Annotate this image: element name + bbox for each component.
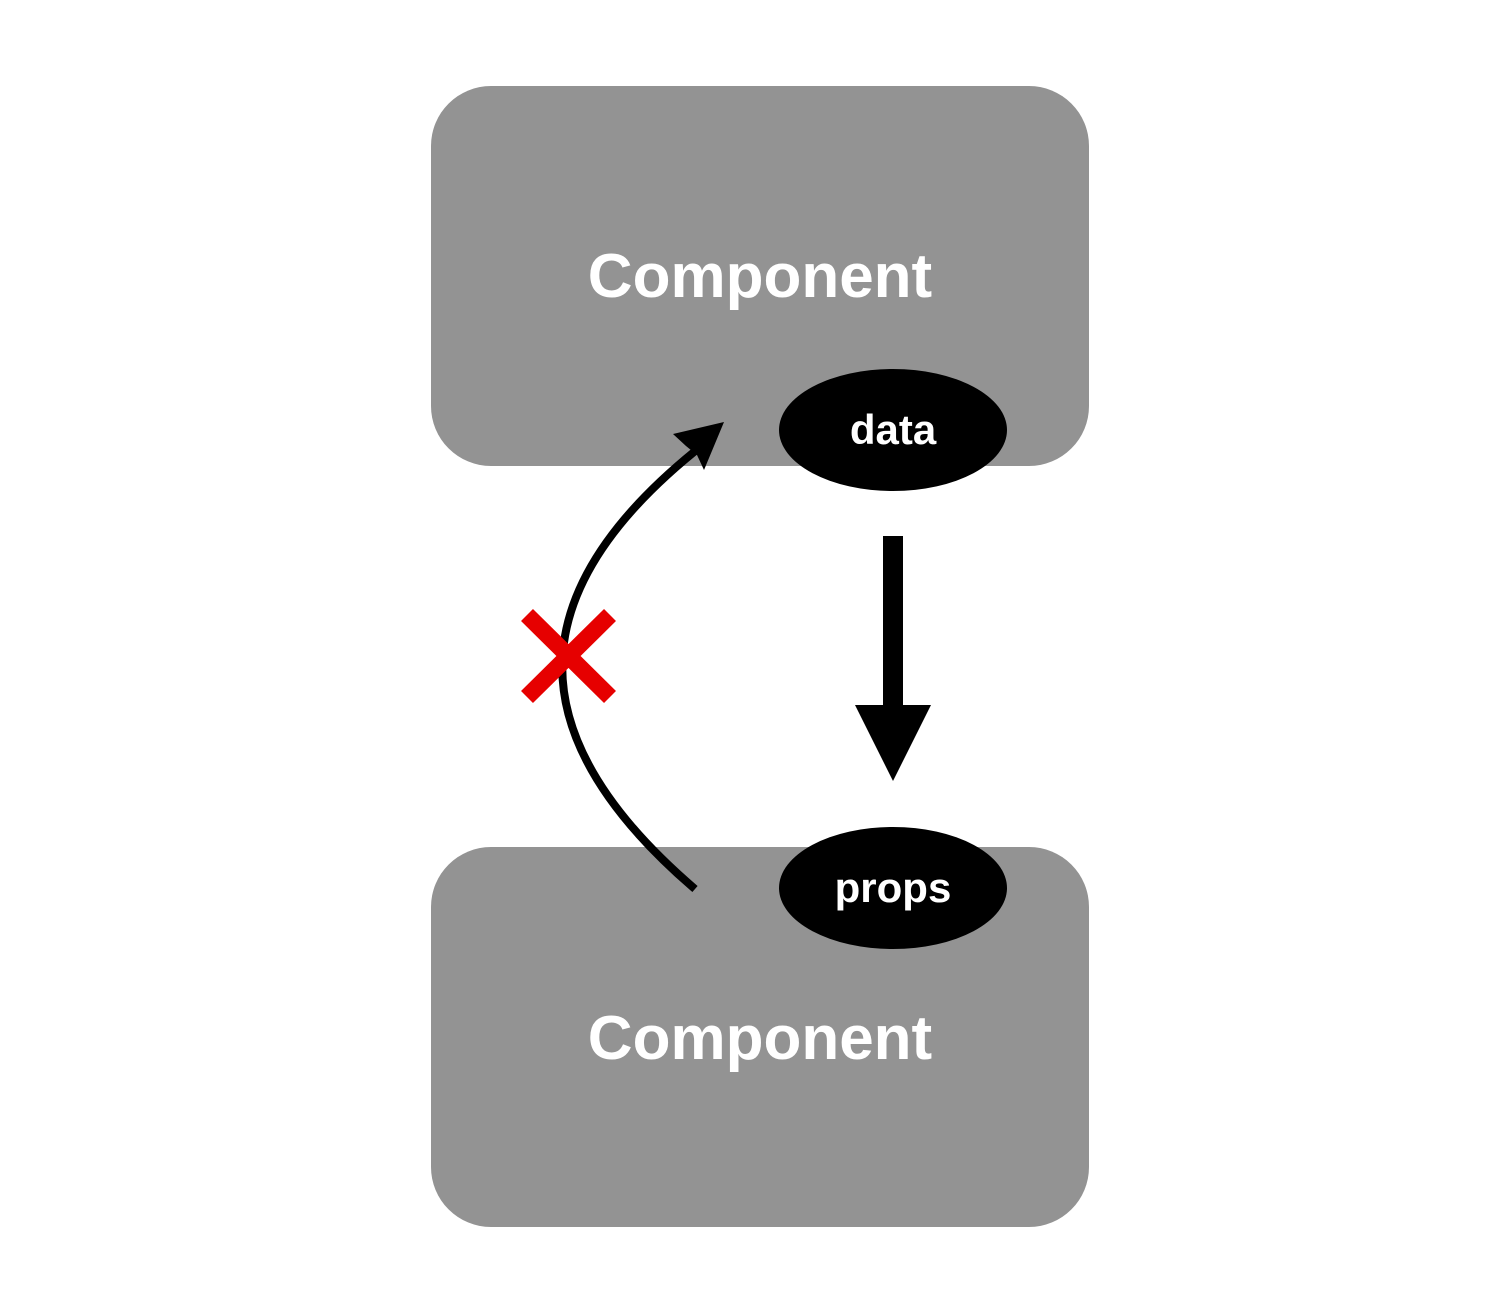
arrow-down-icon — [855, 536, 931, 781]
props-badge: props — [779, 827, 1007, 949]
data-badge: data — [779, 369, 1007, 491]
cross-icon — [521, 608, 616, 704]
curved-arrow-up-icon — [558, 422, 724, 893]
parent-component-box: Component — [431, 86, 1089, 466]
child-component-label: Component — [587, 1004, 933, 1073]
parent-component-label: Component — [587, 242, 933, 311]
curved-arrow-head — [673, 422, 724, 470]
cross-stroke-b — [521, 608, 616, 704]
down-arrow-shaft — [883, 536, 903, 708]
down-arrow-head — [855, 705, 931, 781]
